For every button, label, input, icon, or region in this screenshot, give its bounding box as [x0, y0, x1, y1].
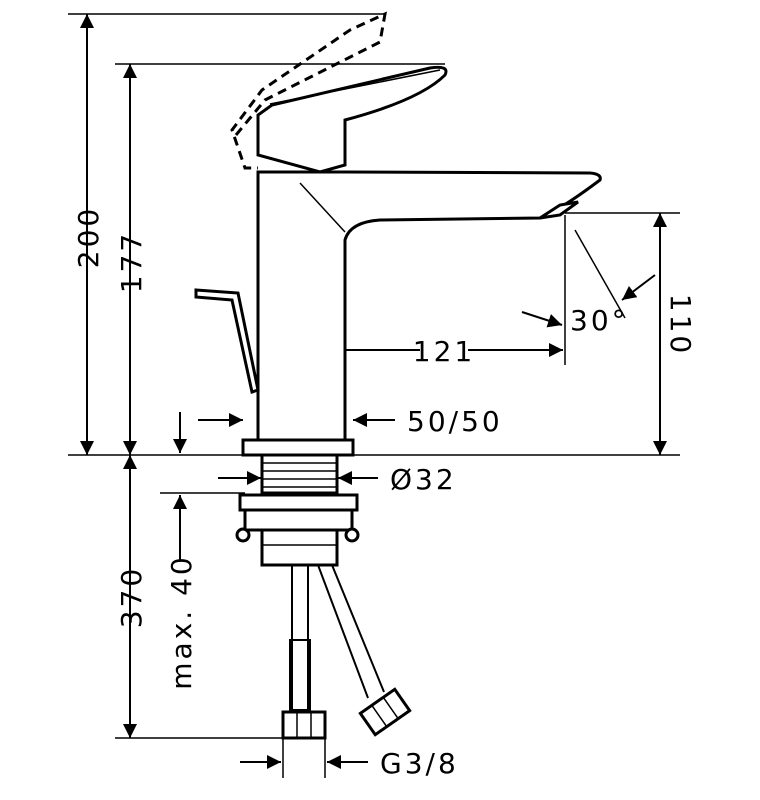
- hose-right: [317, 564, 385, 699]
- handle: [256, 65, 448, 174]
- dim-label-200: 200: [72, 206, 105, 268]
- mounting-nut: [243, 508, 354, 532]
- dim-label-110: 110: [664, 294, 697, 356]
- hose-left: [291, 565, 309, 712]
- dim-label-g3-8: G3/8: [380, 747, 459, 780]
- dim-label-370: 370: [115, 566, 148, 628]
- thread-lines: [262, 462, 337, 488]
- popup-lever: [194, 288, 260, 394]
- dim-label-30-deg: 30°: [570, 304, 629, 337]
- dim-label-diameter-32: Ø32: [390, 463, 457, 496]
- dim-label-177: 177: [115, 231, 148, 293]
- lower-shank: [260, 528, 339, 567]
- hex-nut-left: [281, 710, 327, 740]
- mounting-washer: [238, 493, 359, 512]
- handle-raised-outline: [230, 11, 387, 170]
- dimension-lines: [80, 13, 667, 769]
- base-plate: [241, 438, 355, 457]
- hex-nut-right: [358, 687, 412, 737]
- aerator: [539, 200, 579, 220]
- extension-lines: [68, 13, 680, 778]
- dim-label-121: 121: [413, 335, 475, 368]
- dim-label-max-40: max. 40: [165, 554, 198, 689]
- dim-label-50-50: 50/50: [407, 405, 503, 438]
- faucet: [194, 11, 602, 740]
